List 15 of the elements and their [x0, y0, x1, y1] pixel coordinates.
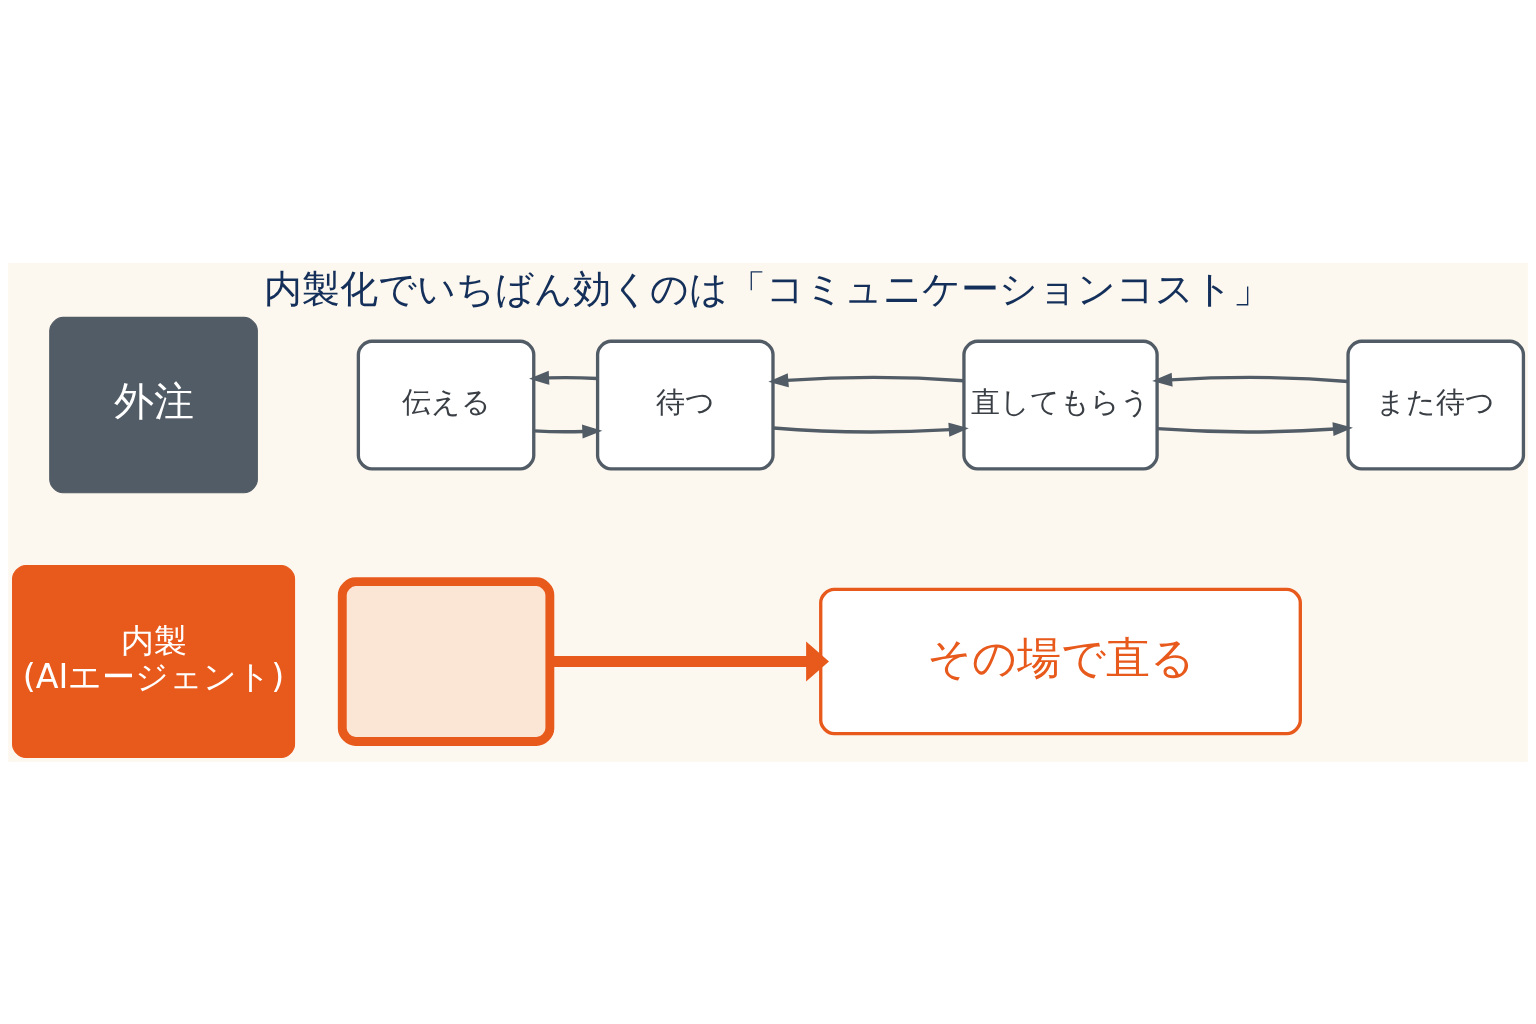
arrow [534, 424, 603, 439]
node-box: 待つ [595, 339, 775, 471]
arrow [1157, 421, 1353, 436]
arrow [529, 370, 598, 385]
node-box: 直してもらう [962, 339, 1159, 471]
arrow [773, 422, 969, 437]
node-box: その場で直る [819, 587, 1302, 735]
node-box: 伝える [356, 339, 536, 471]
node-box [337, 576, 555, 746]
node-box: 内製 (AIエージェント) [12, 564, 296, 758]
node-box: また待つ [1346, 339, 1526, 471]
arrow [1152, 372, 1349, 387]
arrow [768, 372, 964, 387]
node-box: 外注 [49, 316, 258, 493]
diagram-title: 内製化でいちばん効くのは「コミュニケーションコスト」 [264, 266, 1272, 311]
